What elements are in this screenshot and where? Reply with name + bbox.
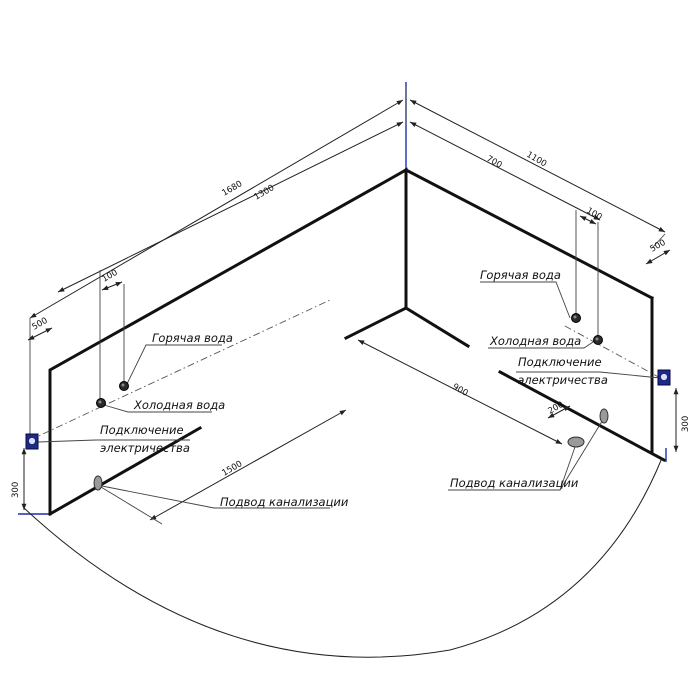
cold-water-left-label: Холодная вода	[133, 398, 225, 412]
electric-socket-icon	[25, 433, 39, 450]
leader-power-left	[37, 439, 190, 443]
ext-line	[651, 233, 666, 249]
dim-line-1680	[29, 99, 404, 319]
floor-corner-left	[343, 305, 409, 341]
dim-100-left-label: 100	[101, 268, 120, 285]
dim-1680-label: 1680	[221, 179, 245, 198]
center-lines	[29, 299, 665, 441]
dim-line-1300	[57, 121, 404, 293]
leader-power-right	[516, 371, 661, 379]
dim-line-200	[547, 405, 571, 419]
leader-drain-right-2	[559, 417, 605, 491]
leaders	[37, 281, 661, 509]
center-line	[29, 299, 331, 441]
drain-left-label: Подвод канализации	[220, 495, 349, 509]
left-outlets	[25, 381, 129, 491]
drain-outlet-icon	[93, 475, 103, 491]
drain-outlet-icon	[567, 436, 585, 448]
dim-1500-label: 1500	[221, 459, 245, 478]
dim-1100-label: 1100	[525, 150, 549, 169]
pipe-outlet-icon	[96, 398, 106, 408]
dim-300-left-label: 300	[11, 482, 21, 498]
top-dimensions	[27, 86, 671, 440]
power-left-label-1: Подключение	[100, 423, 184, 437]
leader-hot-right	[480, 281, 571, 319]
dim-line-100-left	[101, 281, 123, 291]
leader-cold-right	[488, 339, 597, 349]
power-right-label-2: электричества	[518, 373, 608, 387]
dim-500-left-label: 500	[31, 316, 50, 333]
dim-line-500-right	[645, 249, 671, 265]
dim-300-right-label: 300	[681, 416, 691, 432]
right-outlets	[567, 313, 671, 448]
dim-line-100-right	[579, 215, 597, 225]
power-left-label-2: электричества	[100, 441, 190, 455]
leader-hot-left	[125, 344, 222, 387]
leader-cold-left	[103, 404, 212, 413]
ext-line	[95, 483, 163, 525]
power-right-label-1: Подключение	[518, 355, 602, 369]
cold-water-right-label: Холодная вода	[489, 334, 581, 348]
electric-socket-icon	[657, 369, 671, 386]
dim-line-500-left	[27, 327, 53, 341]
callout-labels: Горячая вода Холодная вода Подключение э…	[100, 268, 608, 509]
drain-right-label: Подвод канализации	[450, 476, 579, 490]
center-line	[564, 325, 665, 381]
leader-drain-left	[101, 485, 330, 509]
pipe-outlet-icon	[571, 313, 581, 323]
drain-outlet-icon	[599, 408, 609, 424]
height-dimensions	[21, 388, 679, 510]
bath-outline-arc	[23, 457, 663, 658]
dim-line-700	[409, 121, 601, 221]
dim-line-900	[357, 339, 563, 445]
pipe-outlet-icon	[119, 381, 129, 391]
pipe-outlet-icon	[593, 335, 603, 345]
hot-water-left-label: Горячая вода	[152, 331, 233, 345]
hot-water-right-label: Горячая вода	[480, 268, 561, 282]
dim-900-label: 900	[451, 382, 470, 399]
dim-500-right-label: 500	[649, 238, 668, 255]
dim-700-label: 700	[485, 154, 504, 171]
floor-corner-right	[403, 305, 471, 349]
